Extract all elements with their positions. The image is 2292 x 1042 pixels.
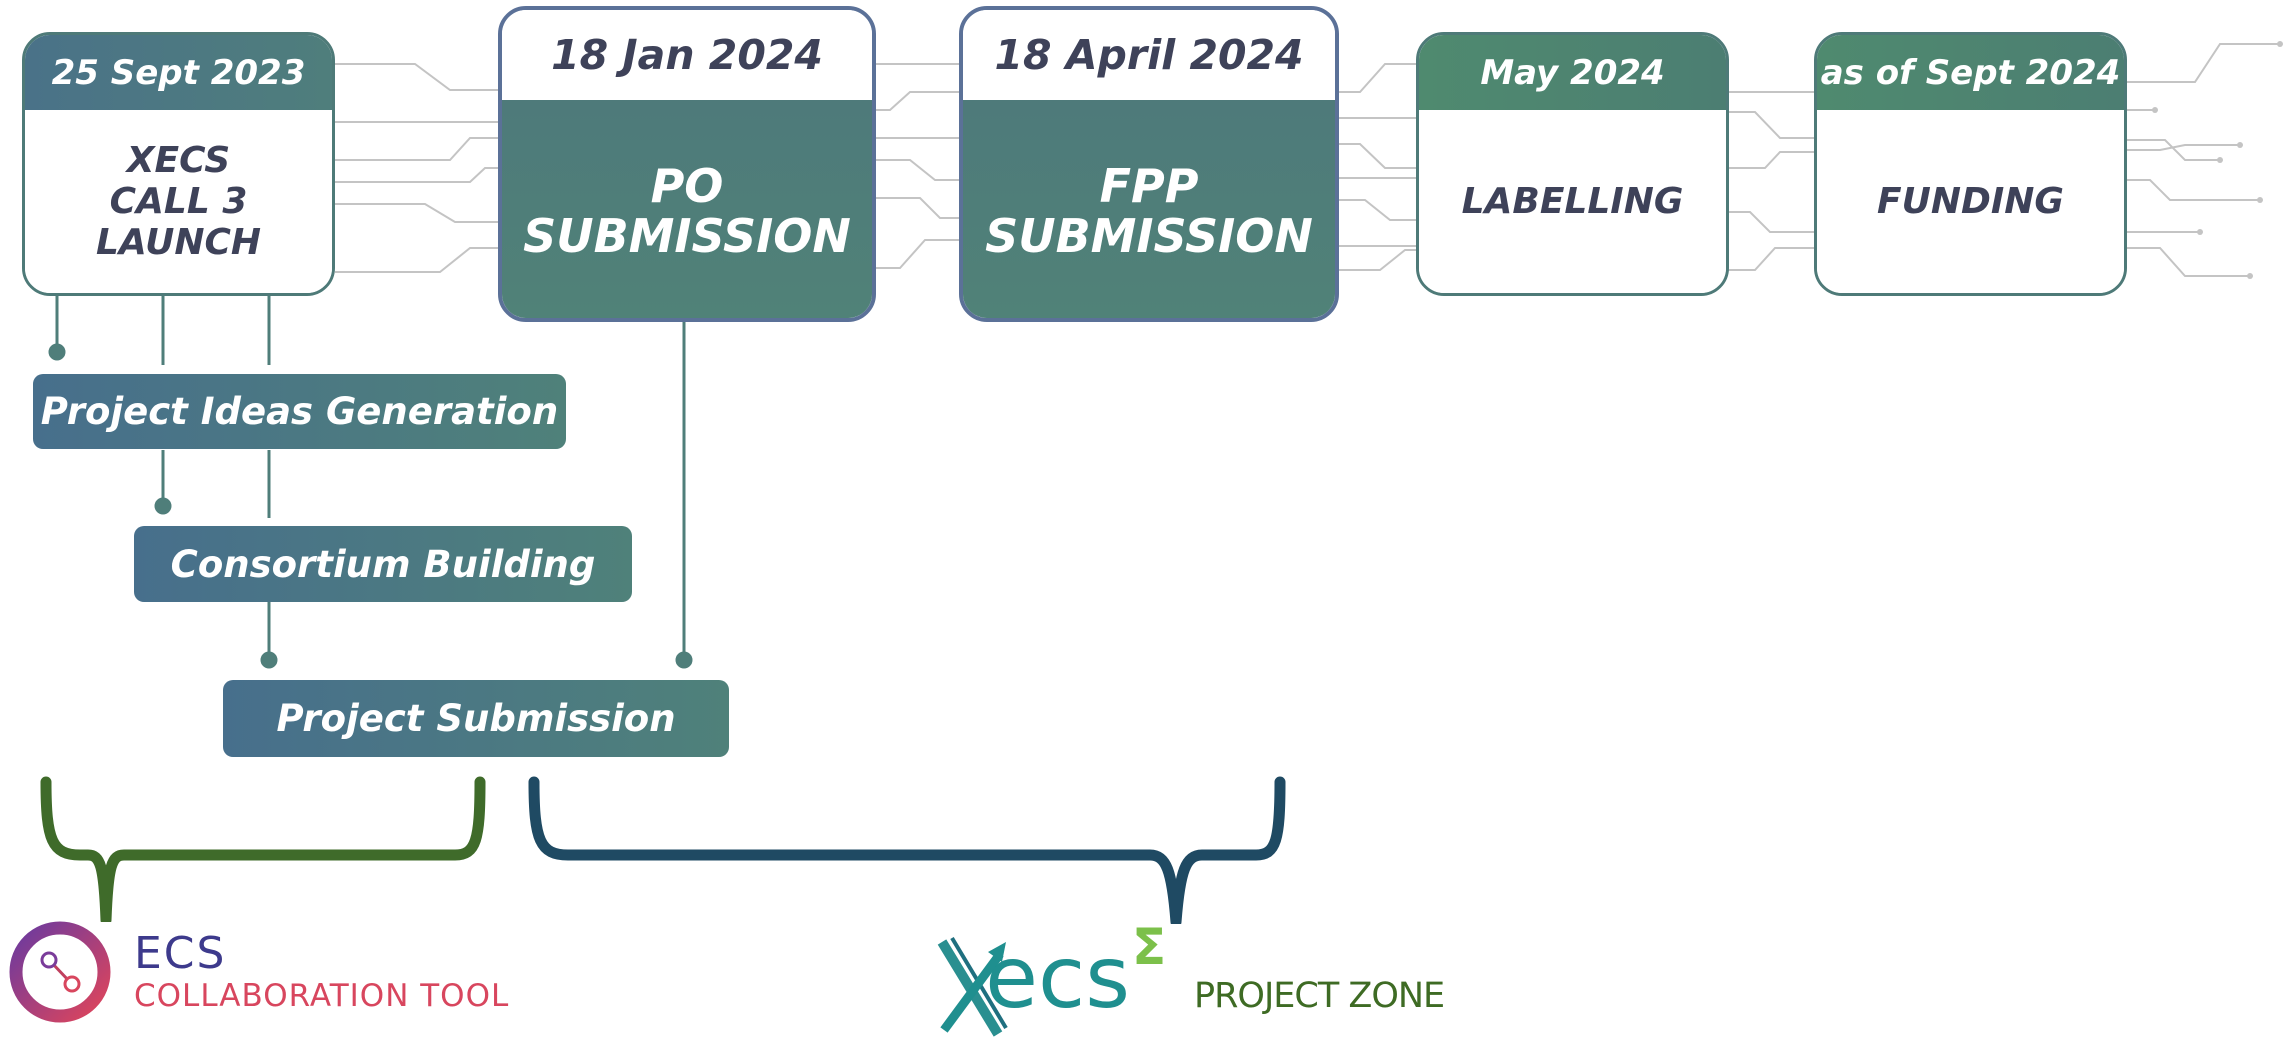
milestone-funding-date: as of Sept 2024 — [1817, 35, 2124, 110]
phase-connectors — [48, 295, 693, 669]
xecs-brace — [528, 776, 1286, 928]
milestone-po-title: PO SUBMISSION — [502, 100, 872, 318]
trace-endpoints — [2152, 41, 2283, 279]
xecs-logo-sigma: Σ — [1132, 918, 1167, 976]
phase-project-ideas-generation: Project Ideas Generation — [33, 374, 566, 449]
milestone-call3-launch: 25 Sept 2023 XECS CALL 3 LAUNCH — [22, 32, 335, 296]
milestone-funding: as of Sept 2024 FUNDING — [1814, 32, 2127, 296]
milestone-fpp-submission: 18 April 2024 FPP SUBMISSION — [959, 6, 1339, 322]
milestone-fpp-title: FPP SUBMISSION — [963, 100, 1335, 318]
phase-consortium-building: Consortium Building — [134, 526, 632, 602]
xecs-logo-x-letter: X — [936, 928, 985, 1028]
ecs-logo-title: ECS — [134, 928, 227, 979]
ecs-brace — [40, 776, 486, 926]
ecs-collaboration-tool-logo: ECS COLLABORATION TOOL — [8, 921, 518, 1023]
milestone-call3-date: 25 Sept 2023 — [25, 35, 332, 110]
xecs-logo-zone: PROJECT ZONE — [1194, 976, 1445, 1016]
milestone-call3-title: XECS CALL 3 LAUNCH — [25, 110, 332, 293]
milestone-labelling: May 2024 LABELLING — [1416, 32, 1729, 296]
milestone-funding-title: FUNDING — [1817, 110, 2124, 293]
milestone-labelling-title: LABELLING — [1419, 110, 1726, 293]
milestone-po-submission: 18 Jan 2024 PO SUBMISSION — [498, 6, 876, 322]
xecs-logo-word-rest: ecs — [985, 928, 1131, 1028]
xecs-logo-word: Xecs — [936, 928, 1166, 1028]
milestone-labelling-date: May 2024 — [1419, 35, 1726, 110]
xecs-x-mark-icon — [937, 936, 1008, 1037]
phase-project-submission: Project Submission — [223, 680, 729, 757]
milestone-fpp-date: 18 April 2024 — [963, 10, 1335, 100]
ecs-logo-subtitle: COLLABORATION TOOL — [134, 978, 510, 1014]
ecs-logo-mark-icon — [9, 921, 111, 1023]
milestone-po-date: 18 Jan 2024 — [502, 10, 872, 100]
circuit-traces — [335, 43, 2280, 277]
xecs-project-zone-logo: Xecs Σ PROJECT ZONE — [924, 918, 1504, 1040]
